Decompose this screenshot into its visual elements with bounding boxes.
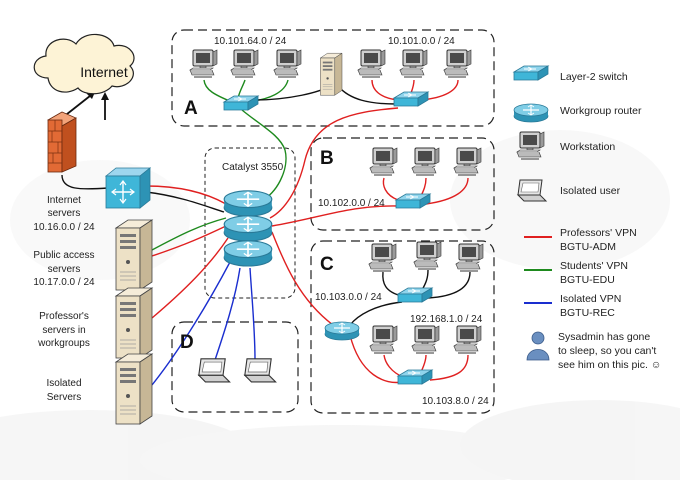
zone-c-switch-bottom [397,369,433,385]
legend-green-line2: BGTU-EDU [560,274,615,286]
zone-b-workstation-1 [369,147,398,176]
isolated-servers-label: Isolated Servers [46,378,81,403]
zone-a-workstation-1 [189,49,218,78]
zone-a-workstation-5 [399,49,428,78]
legend-sysadmin-line3: see him on this pic. ☺ [558,359,662,371]
legend-workstation-label: Workstation [560,141,615,153]
public-servers-line1: Public access [33,250,94,261]
zone-c-workstation-3 [455,243,484,272]
zone-b-subnet: 10.102.0.0 / 24 [318,198,385,209]
core-box [204,147,296,299]
zone-a-server [320,52,343,96]
server-public-access [115,219,153,291]
zone-b-workstation-3 [453,147,482,176]
professor-servers-line2: servers in [42,325,85,336]
legend-switch-label: Layer-2 switch [560,71,628,83]
zone-c-workstation-6 [453,325,482,354]
zone-b-box [310,137,495,231]
firewall-icon [47,111,77,173]
zone-d-laptop-2 [244,358,277,383]
professor-servers-line3: workgroups [37,338,90,349]
isolated-servers-line2: Servers [47,392,81,403]
zone-b-workstation-2 [411,147,440,176]
router-legend-icon [513,103,549,123]
legend-red-line1: Professors' VPN [560,227,637,239]
zone-a-workstation-6 [443,49,472,78]
isolated-servers-line1: Isolated [46,378,81,389]
legend: Layer-2 switch Workgroup router Workstat… [513,65,662,371]
legend-blue-line1: Isolated VPN [560,293,621,305]
core-switch-3 [223,239,273,267]
zone-c-workstation-5 [411,325,440,354]
workstation-icon [516,131,545,160]
zone-a-subnet-left: 10.101.64.0 / 24 [214,36,287,47]
zone-a-switch-left [223,95,259,111]
cloud-icon [33,33,135,95]
zone-a-box [171,29,495,127]
internet-servers-label: Internet servers 10.16.0.0 / 24 [33,195,95,233]
zone-a-workstation-2 [230,49,259,78]
zone-c-subnet-bottom: 10.103.8.0 / 24 [422,396,489,407]
internet-servers-line2: servers [48,208,81,219]
public-servers-line2: servers [48,264,81,275]
public-servers-line3: 10.17.0.0 / 24 [33,277,95,288]
public-servers-label: Public access servers 10.17.0.0 / 24 [33,250,95,288]
zone-d-box [171,321,299,413]
background-haze [0,130,680,485]
zone-c-switch-mid [397,287,433,303]
core-label: Catalyst 3550 [222,162,284,173]
server-isolated [115,353,153,425]
person-icon [526,331,550,361]
professor-servers-line1: Professor's [39,311,89,322]
legend-laptop-label: Isolated user [560,185,621,197]
zone-c-subnet-entry: 10.103.0.0 / 24 [315,292,382,303]
zone-c-router [324,321,360,341]
zone-b-switch [395,193,431,209]
legend-red-line2: BGTU-ADM [560,241,616,253]
legend-sysadmin-line2: to sleep, so you can't [558,345,656,357]
router-icon [104,167,152,209]
zone-d-letter: D [180,332,194,353]
server-professor [115,287,153,359]
zone-a-workstation-4 [357,49,386,78]
zone-c-workstation-4 [369,325,398,354]
zone-c-letter: C [320,254,334,275]
legend-green-line1: Students' VPN [560,260,628,272]
core-switch-1 [223,189,273,217]
core-switch-2 [223,214,273,242]
zone-b-letter: B [320,148,334,169]
legend-blue-line2: BGTU-REC [560,307,615,319]
zone-c-workstation-1 [368,243,397,272]
switch-icon [513,65,549,81]
zone-a-workstation-3 [273,49,302,78]
zone-c-workstation-2 [413,241,442,270]
zone-c-box [310,240,495,414]
legend-router-label: Workgroup router [560,105,642,117]
internet-servers-line3: 10.16.0.0 / 24 [33,222,95,233]
internet-servers-line1: Internet [47,195,81,206]
zone-a-subnet-right: 10.101.0.0 / 24 [388,36,455,47]
zone-d-laptop-1 [198,358,231,383]
zone-a-letter: A [184,98,198,119]
legend-sysadmin-line1: Sysadmin has gone [558,331,650,343]
professor-servers-label: Professor's servers in workgroups [37,311,90,349]
zone-a-switch-right [393,91,429,107]
zone-c-subnet-mid: 192.168.1.0 / 24 [410,314,483,325]
internet-label: Internet [80,64,128,80]
